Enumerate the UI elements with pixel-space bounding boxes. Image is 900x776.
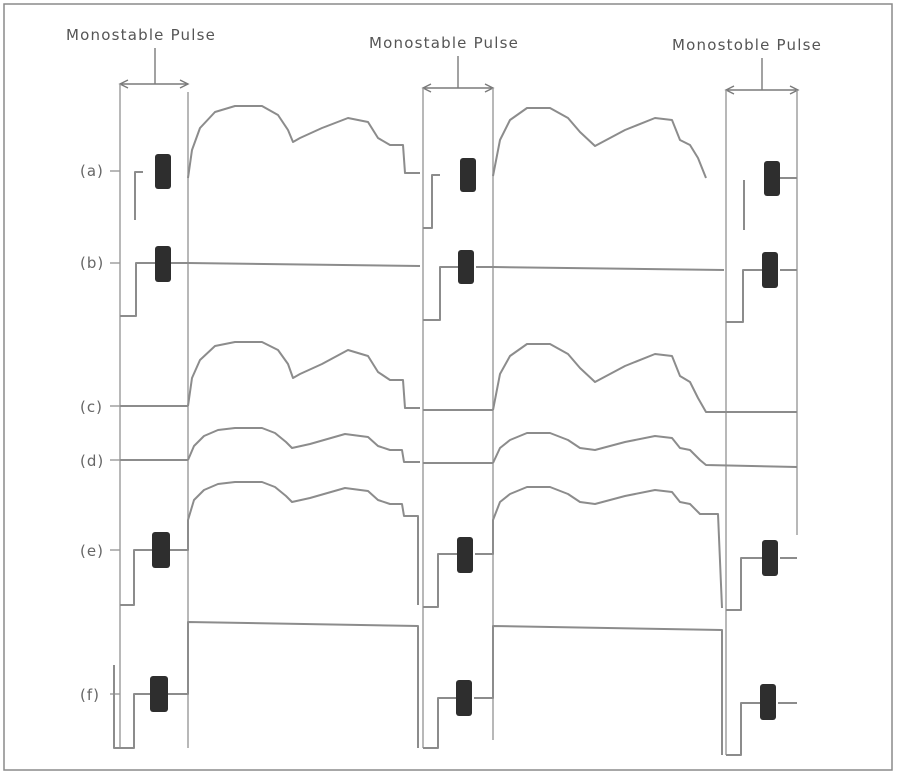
pulse-width-marker-2: [421, 56, 495, 93]
diagram-frame: [3, 3, 893, 771]
trace-label-d: (d): [80, 452, 104, 470]
trace-c: [120, 341, 797, 413]
header-monostable-pulse-1: Monostable Pulse: [66, 26, 216, 44]
trace-a: [134, 105, 797, 230]
trace-f: [113, 621, 797, 756]
trace-label-e: (e): [80, 542, 104, 560]
trace-b: [120, 246, 797, 323]
trace-label-a: (a): [80, 162, 104, 180]
label-tick-marks: [110, 170, 120, 695]
trace-label-f: (f): [80, 686, 100, 704]
header-monostable-pulse-3: Monostoble Pulse: [672, 36, 822, 54]
trace-d: [120, 427, 798, 468]
trace-e: [120, 481, 797, 611]
trace-label-b: (b): [80, 254, 104, 272]
trace-label-c: (c): [80, 398, 103, 416]
pulse-boundary-lines: [119, 88, 798, 755]
header-monostable-pulse-2: Monostable Pulse: [369, 34, 519, 52]
pulse-width-marker-1: [118, 48, 190, 92]
pulse-width-marker-3: [724, 58, 800, 95]
